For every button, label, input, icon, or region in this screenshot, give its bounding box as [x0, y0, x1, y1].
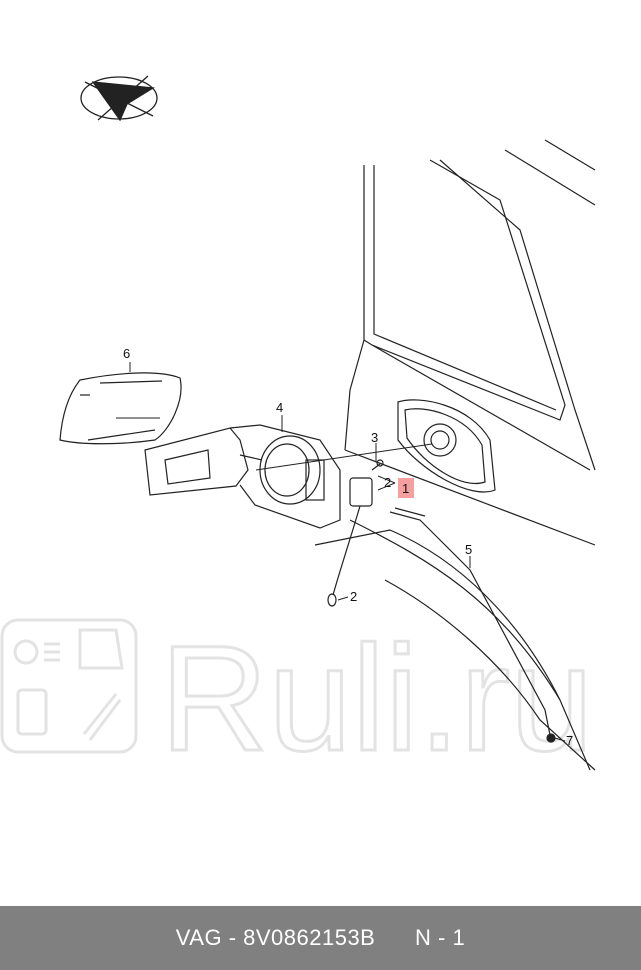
callout-3: 3 [371, 430, 378, 445]
watermark-logo [0, 618, 138, 754]
callout-1: 1 [402, 481, 409, 496]
car-body [314, 139, 596, 771]
actuator-assembly [327, 459, 556, 743]
watermark-text: Ruli.ru [160, 614, 593, 782]
part-footer-bar: VAG - 8V0862153B N - 1 [0, 906, 641, 970]
parts-diagram: Ruli.ru [0, 75, 596, 784]
direction-arrow-icon [80, 75, 158, 122]
callout-7: 7 [566, 733, 573, 748]
filler-housing [397, 399, 496, 493]
callout-6: 6 [123, 346, 130, 361]
axis-line [255, 443, 433, 471]
callout-2-lower: 2 [350, 589, 357, 604]
callout-4: 4 [276, 400, 283, 415]
callout-2-upper: 2 [384, 475, 391, 490]
part-number-label: VAG - 8V0862153B [175, 925, 376, 950]
fuel-door-frame [144, 424, 341, 529]
callout-highlight [398, 478, 414, 498]
callout-5: 5 [465, 542, 472, 557]
position-label: N - 1 [415, 925, 466, 950]
footer-spacer [375, 925, 415, 951]
fuel-door-lid [59, 372, 182, 445]
